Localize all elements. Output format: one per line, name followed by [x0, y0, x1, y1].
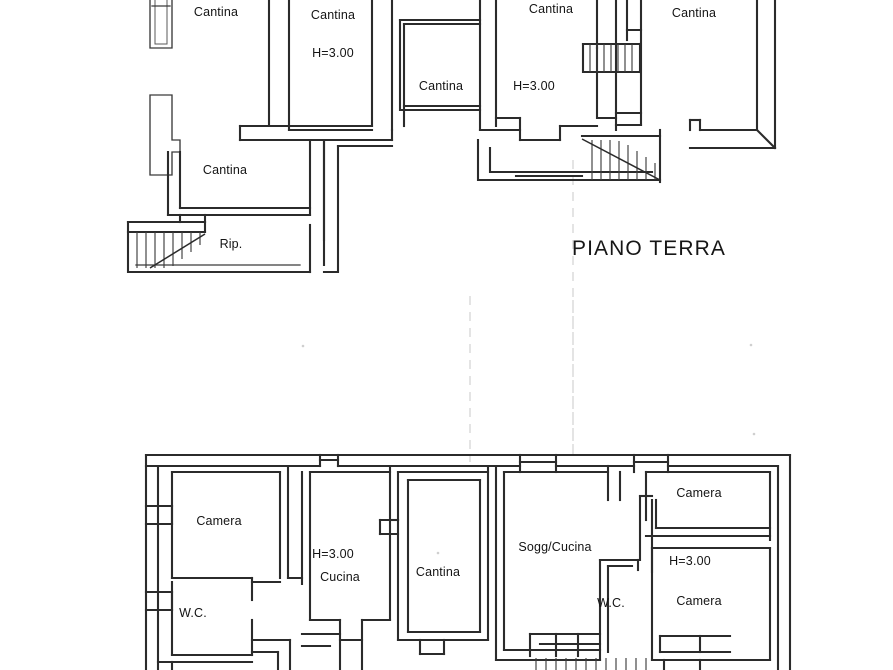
room-label-wc-right: W.C.: [597, 596, 625, 610]
stair-hatching-lower-plan: [528, 632, 732, 670]
stair-hatching-lower-left: [136, 232, 206, 269]
upper-plan-walls: [126, 0, 777, 274]
room-label-cucina: Cucina: [320, 570, 360, 584]
room-label-camera-left: Camera: [196, 514, 242, 528]
dimension-label-h300-cucina: H=3.00: [312, 547, 354, 561]
room-label-cantina-top-left: Cantina: [193, 5, 239, 19]
room-label-cantina-top-center-1: Cantina: [310, 8, 356, 22]
stair-hatching-upper-right: [476, 128, 662, 184]
lower-plan-walls: [144, 453, 792, 670]
room-label-camera-bottom-right: Camera: [676, 594, 722, 608]
room-label-cantina-top-center-2: Cantina: [528, 2, 574, 16]
room-label-rip: Rip.: [219, 237, 243, 251]
dimension-label-h300-upper-right: H=3.00: [513, 79, 555, 93]
room-label-sogg-cucina: Sogg/Cucina: [518, 540, 592, 554]
stair-hatching-upper-center: [581, 42, 642, 74]
room-label-wc-left: W.C.: [179, 606, 207, 620]
room-label-cantina-lower-center: Cantina: [415, 565, 461, 579]
room-label-cantina-lower-left: Cantina: [202, 163, 248, 177]
dimension-label-h300-camera: H=3.00: [669, 554, 711, 568]
dimension-label-h300-upper-center: H=3.00: [312, 46, 354, 60]
floor-title-piano-terra: PIANO TERRA: [571, 237, 727, 260]
room-label-camera-top-right: Camera: [676, 486, 722, 500]
faint-guide-lines: [301, 160, 756, 555]
room-label-cantina-middle: Cantina: [418, 79, 464, 93]
room-label-cantina-top-right: Cantina: [671, 6, 717, 20]
